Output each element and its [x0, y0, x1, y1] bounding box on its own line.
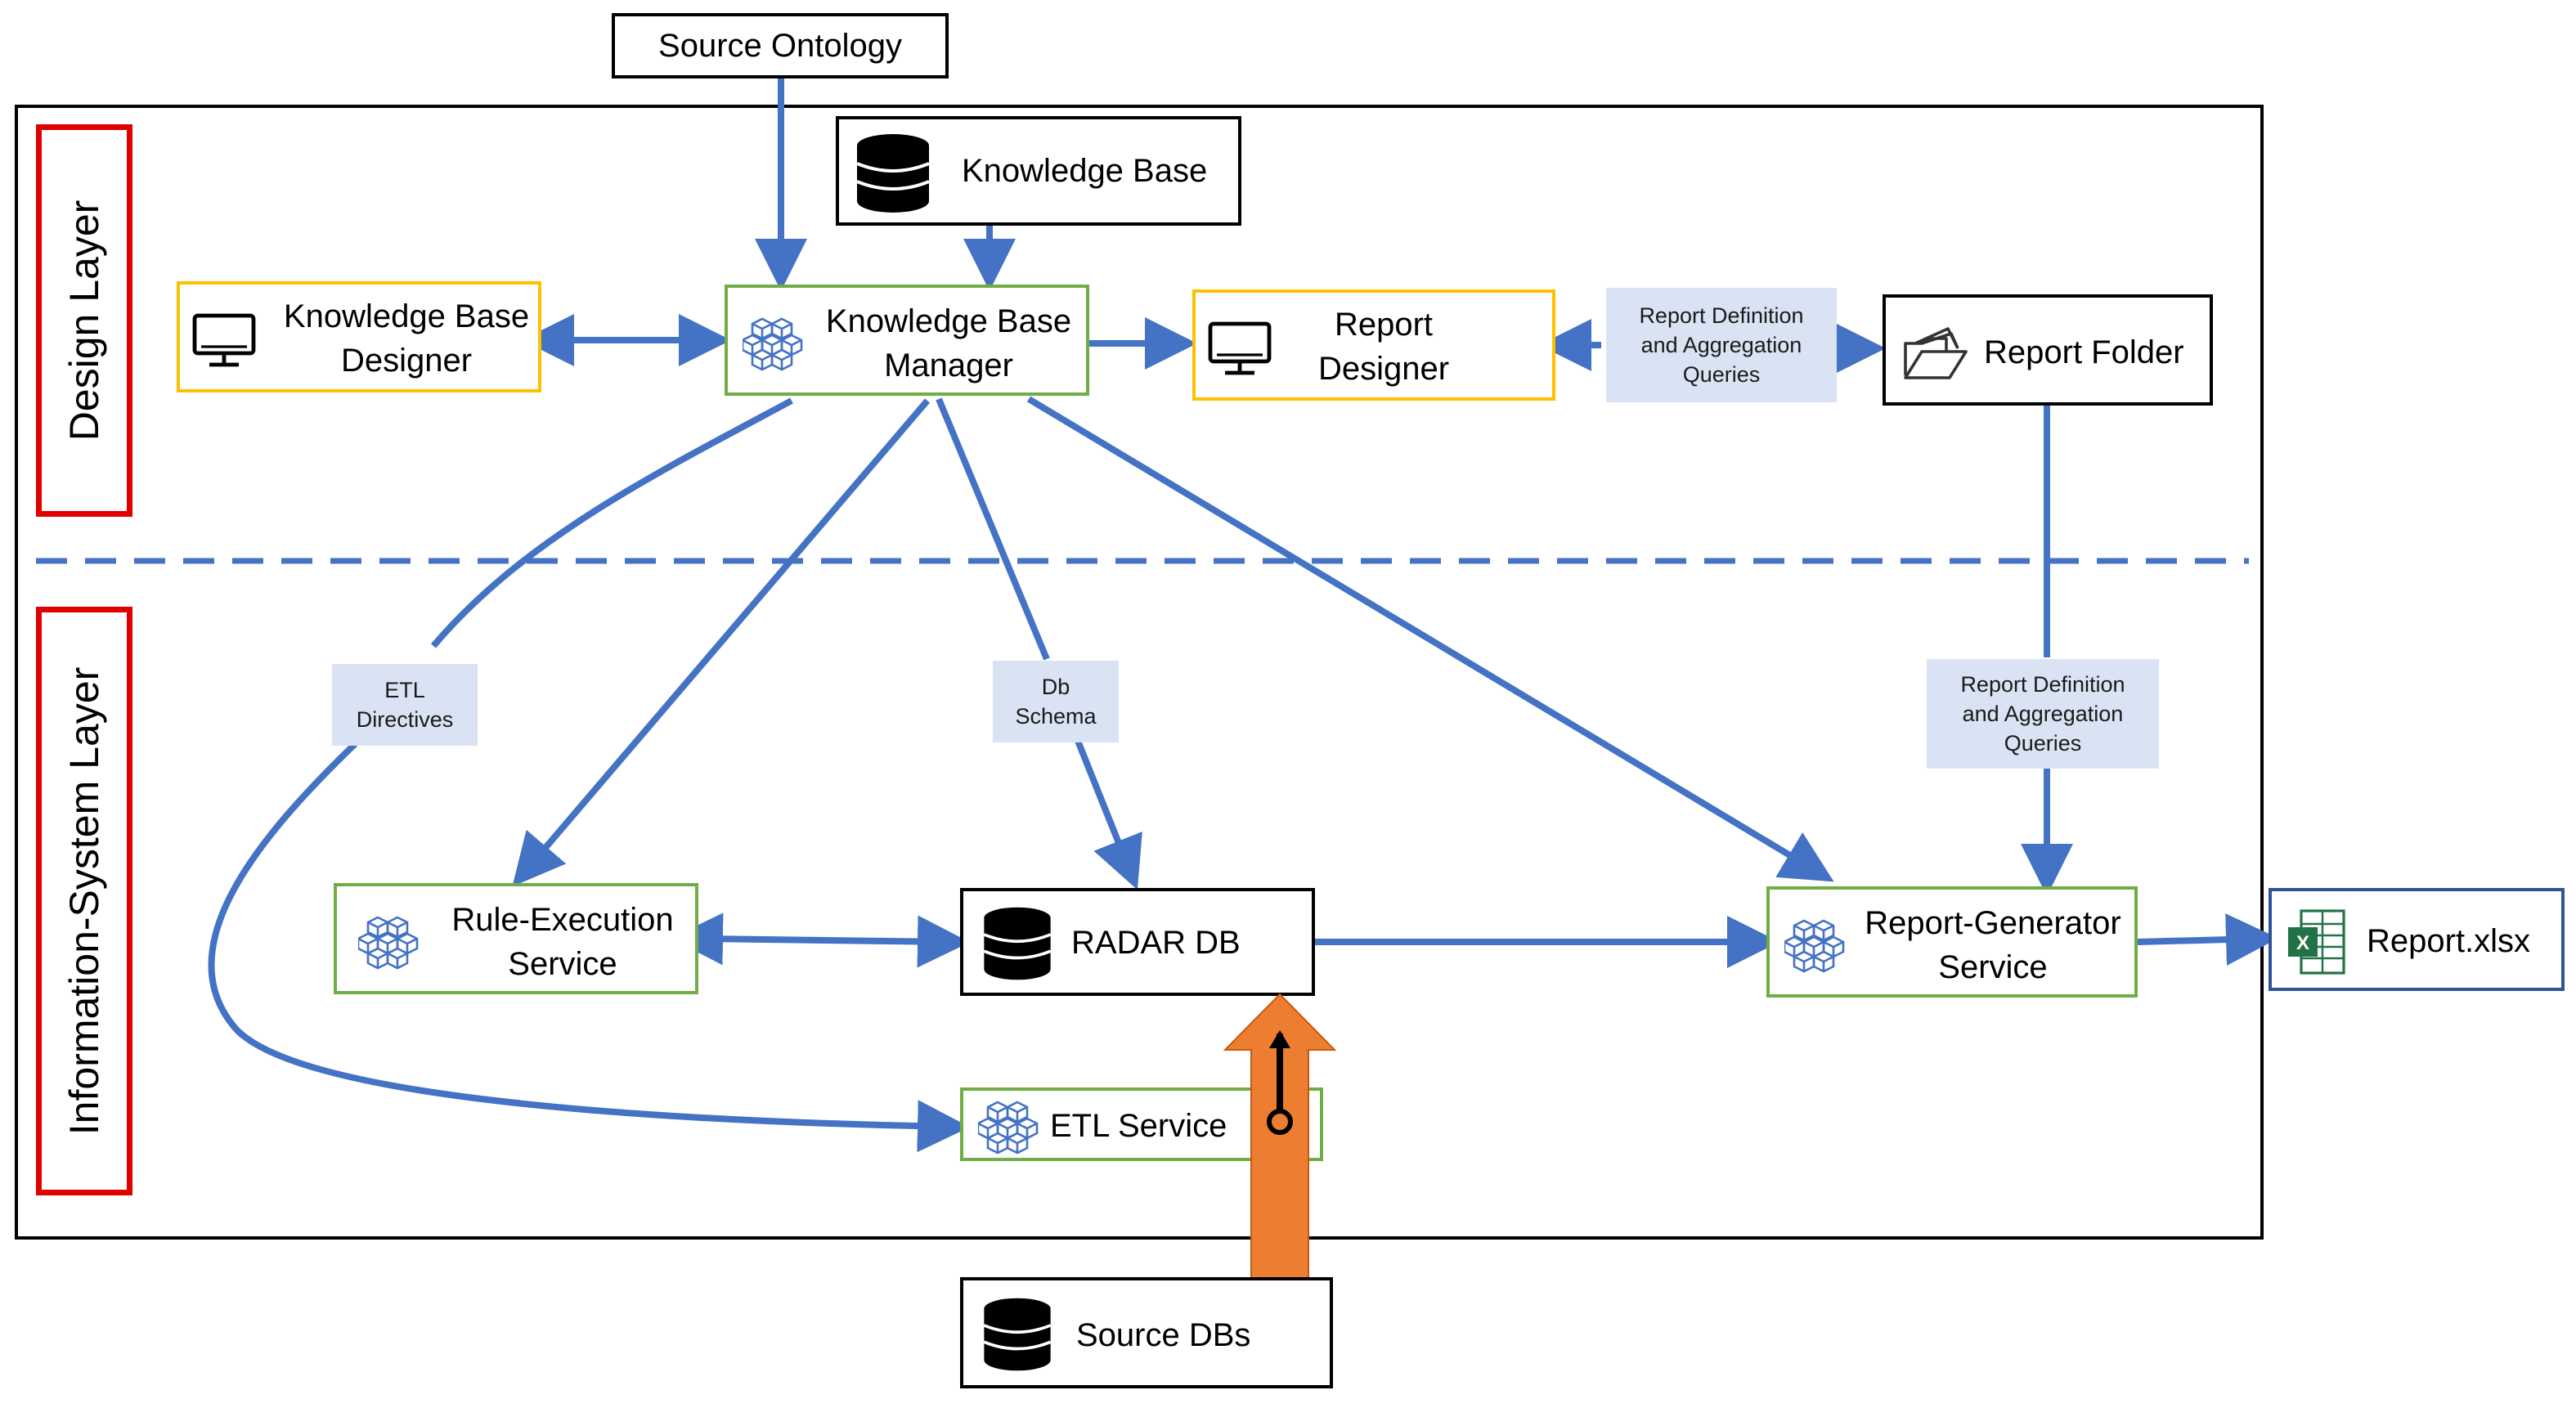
knowledge-base-label: Knowledge Base: [962, 153, 1208, 189]
report-designer-node[interactable]: Report Designer: [1192, 289, 1555, 401]
database-icon: [983, 1298, 1052, 1371]
radar-db-label: RADAR DB: [1071, 925, 1241, 961]
svg-text:X: X: [2296, 932, 2309, 954]
report-folder-label: Report Folder: [1984, 334, 2184, 370]
radar-db-node[interactable]: RADAR DB: [960, 888, 1315, 996]
edge-label-report-definition-right: Report Definition and Aggregation Querie…: [1927, 659, 2159, 769]
cubes-icon: [978, 1101, 1039, 1155]
information-system-layer-tab: Information-System Layer: [36, 607, 132, 1195]
cubes-icon: [358, 916, 419, 970]
knowledge-base-node[interactable]: Knowledge Base: [836, 116, 1241, 226]
design-layer-label: Design Layer: [61, 200, 107, 442]
report-generator-node[interactable]: Report-Generator Service: [1766, 886, 2138, 998]
kb-manager-node[interactable]: Knowledge Base Manager: [725, 285, 1089, 396]
report-folder-node[interactable]: Report Folder: [1883, 294, 2213, 406]
kb-designer-node[interactable]: Knowledge Base Designer: [177, 281, 541, 392]
source-ontology-label: Source Ontology: [658, 28, 902, 64]
design-layer-tab: Design Layer: [36, 124, 132, 517]
kb-designer-label: Knowledge Base Designer: [283, 298, 530, 379]
report-xlsx-node[interactable]: X Report.xlsx: [2269, 888, 2565, 991]
edge-label-report-definition-right-text: Report Definition and Aggregation Querie…: [1960, 672, 2125, 756]
excel-icon: X: [2288, 909, 2345, 975]
edge-label-report-definition-top-text: Report Definition and Aggregation Querie…: [1639, 303, 1804, 387]
cubes-icon: [1784, 919, 1845, 973]
edge-label-etl-directives: ETL Directives: [332, 664, 478, 746]
rule-execution-label: Rule-Execution Service: [451, 902, 674, 982]
report-designer-label: Report Designer: [1317, 307, 1450, 387]
cubes-icon: [743, 317, 803, 371]
report-xlsx-label: Report.xlsx: [2367, 923, 2531, 959]
database-icon: [856, 134, 930, 213]
database-icon: [983, 907, 1052, 980]
source-dbs-label: Source DBs: [1076, 1317, 1251, 1353]
monitor-icon: [192, 313, 256, 367]
folder-icon: [1904, 327, 1968, 379]
edge-label-etl-directives-text: ETL Directives: [356, 678, 454, 732]
source-ontology-node[interactable]: Source Ontology: [612, 13, 949, 78]
report-generator-label: Report-Generator Service: [1865, 905, 2121, 985]
monitor-icon: [1208, 321, 1272, 375]
edge-label-db-schema: Db Schema: [993, 661, 1119, 742]
information-system-layer-label: Information-System Layer: [61, 666, 107, 1136]
etl-service-label: ETL Service: [1050, 1108, 1227, 1144]
kb-manager-label: Knowledge Base Manager: [825, 303, 1072, 383]
edge-label-db-schema-text: Db Schema: [1015, 675, 1097, 729]
source-dbs-node[interactable]: Source DBs: [960, 1277, 1333, 1388]
source-to-radar-big-arrow: [1223, 993, 1336, 1280]
edge-label-report-definition-top: Report Definition and Aggregation Querie…: [1606, 288, 1837, 402]
rule-execution-node[interactable]: Rule-Execution Service: [334, 883, 698, 994]
system-frame: [15, 105, 2264, 1240]
